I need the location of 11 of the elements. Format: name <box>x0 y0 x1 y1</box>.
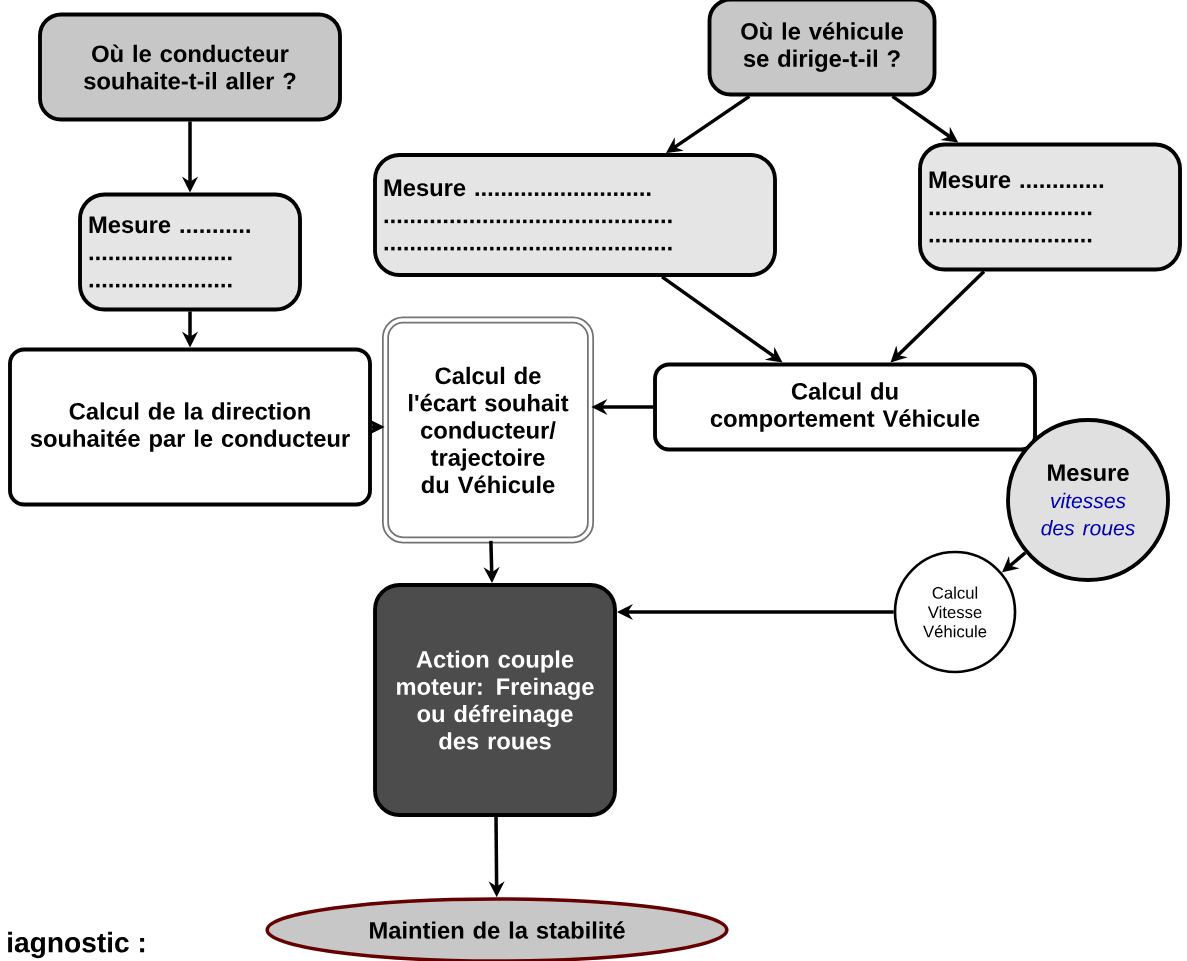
process-box: Calcul de la direction souhaitée par le conducteur <box>8 347 372 507</box>
process-box: Calcul de l'écart souhait conducteur/ trajectoire du Véhicule <box>382 316 595 544</box>
process-box: Calcul du comportement Véhicule <box>653 362 1037 452</box>
measure-box: Mesure ........................... ............................................ ............................................ <box>373 153 777 277</box>
measure-box: Mesure ........... ...................... ...................... <box>78 192 302 312</box>
note-text: iagnostic : <box>8 931 145 959</box>
result-oval: Maintien de la stabilité <box>265 897 729 961</box>
question-box: Où le véhicule se dirige-t-il ? <box>707 0 937 97</box>
measure-box: Mesure ............. ......................... ......................... <box>918 142 1182 272</box>
question-box: Où le conducteur souhaite-t-il aller ? <box>38 12 342 122</box>
action-box: Action couple moteur: Freinage ou défreinage des roues <box>373 583 617 817</box>
